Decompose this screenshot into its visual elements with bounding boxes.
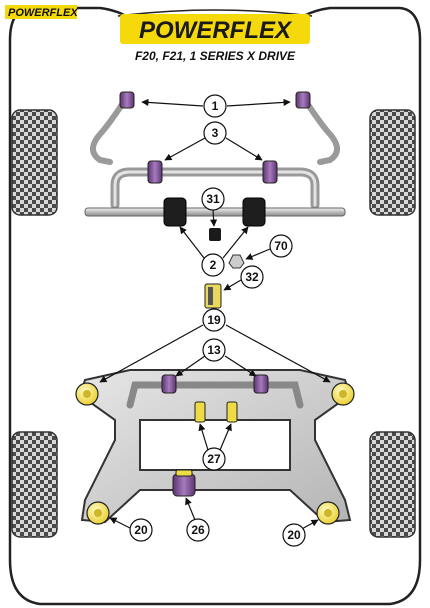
bush-31 [209,228,221,241]
callout-13 [202,338,226,362]
callout-27 [202,447,226,471]
front-arm-right [302,97,340,165]
part-70-mount [228,254,245,269]
callout-20-left-label: 20 [134,523,148,537]
callout-20-left [129,518,153,542]
rear-subframe [78,369,352,524]
bush-19-front-left-core [83,390,91,398]
callout-20-right [282,523,306,547]
wheel-rear-left [11,431,58,538]
callout-32 [240,265,264,289]
rear-anti-roll-bar [126,381,304,409]
callout-26 [186,518,210,542]
bush-19-front-right-core [339,390,347,398]
callout-2 [201,253,225,277]
callout-31 [201,187,225,211]
callout-31-label: 31 [206,192,220,206]
callout-70-label: 70 [274,239,288,253]
wheel-rear-right [369,431,416,538]
bush-3-left [147,160,163,184]
callout-70 [269,234,293,258]
front-anti-roll-bar-highlight [113,170,317,207]
bush-20-rear-left-core [94,509,102,517]
bush-27-left [194,401,206,423]
bush-26-diff-mount [172,473,196,497]
corner-logo-text: POWERFLEX [8,7,78,19]
front-arm-left [90,97,128,165]
callout-circles [129,94,306,547]
callout-2-label: 2 [210,258,217,272]
wheel-front-right [369,109,416,216]
bush-20-rear-right-core [324,509,332,517]
main-logo: POWERFLEX [120,14,310,44]
bush-13-right [253,374,269,394]
main-logo-text: POWERFLEX [139,17,293,44]
callout-20-right-label: 20 [287,528,301,542]
callout-32-label: 32 [245,270,259,284]
bush-3-right [262,160,278,184]
callout-26-label: 26 [191,523,205,537]
wheel-front-left [11,109,58,216]
bush-26-cap [175,469,193,477]
model-subtitle: F20, F21, 1 SERIES X DRIVE [135,49,296,63]
corner-logo: POWERFLEX [5,5,78,19]
callout-3-label: 3 [212,126,219,140]
corner-logo-bg [5,5,77,19]
callout-labels: 1 3 31 70 2 32 19 13 27 20 26 20 [134,99,301,542]
callout-1 [203,94,227,118]
main-logo-bg [120,14,310,44]
bush-black-right [242,197,266,227]
bush-27-right [226,401,238,423]
callout-1-label: 1 [212,99,219,113]
part-32-insert [208,287,213,305]
callout-13-label: 13 [207,343,221,357]
callout-27-label: 27 [207,452,221,466]
callout-19-label: 19 [207,313,221,327]
bush-1-left [119,91,135,109]
callout-3 [203,121,227,145]
leader-lines [99,98,331,531]
callout-19 [202,308,226,332]
bush-black-left [163,197,187,227]
bush-13-left [161,374,177,394]
body-inner-line [117,9,313,17]
bush-1-right [295,91,311,109]
